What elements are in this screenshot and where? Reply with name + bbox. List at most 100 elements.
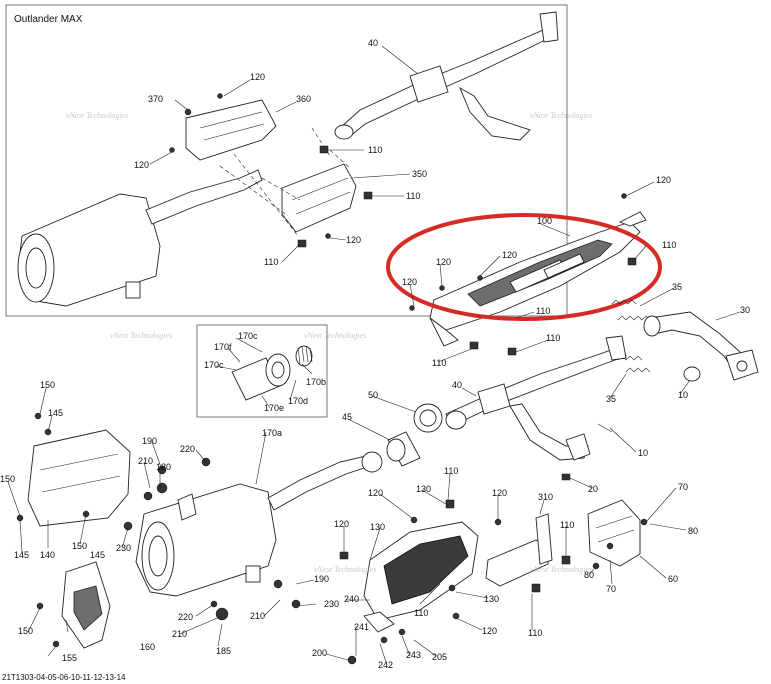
callout-c53: 70 <box>678 482 688 492</box>
callout-c2: 120 <box>250 72 265 82</box>
callout-c51: 120 <box>492 488 507 498</box>
callout-c8: 110 <box>406 191 420 201</box>
callout-c62: 220 <box>178 612 193 622</box>
callout-c10: 110 <box>264 257 278 267</box>
document-code: 21T1303-04-05-06-10-11-12-13-14 <box>2 673 126 682</box>
callout-c15: 120 <box>436 257 451 267</box>
callout-c5: 120 <box>134 160 149 170</box>
callout-c68: 130 <box>484 594 499 604</box>
callout-c29: 170c <box>238 331 258 341</box>
clamp-50 <box>413 403 443 433</box>
heat-shield-60 <box>587 499 641 567</box>
rear-pipe-30 <box>643 311 759 381</box>
watermarks: vNext Technologies vNext Technologies vN… <box>66 111 592 574</box>
bracket-310 <box>485 513 553 587</box>
callout-c33: 170d <box>288 396 308 406</box>
callout-c21: 110 <box>432 358 446 368</box>
hardware-fasteners <box>16 193 648 665</box>
callout-c67: 110 <box>414 608 428 618</box>
callout-c54: 80 <box>688 526 698 536</box>
watermark: vNext Technologies <box>110 331 172 340</box>
heat-shield-160 <box>61 561 111 649</box>
callout-c36: 150 <box>40 380 55 390</box>
callout-c13: 120 <box>502 250 517 260</box>
inset-heat-shield-360 <box>185 99 277 161</box>
callout-c43: 145 <box>14 550 29 560</box>
inset-front-pipe <box>334 11 559 141</box>
callout-c47: 230 <box>116 543 131 553</box>
inset-hardware <box>169 93 373 248</box>
callout-c27: 10 <box>638 448 648 458</box>
watermark: vNext Technologies <box>530 111 592 120</box>
callout-c72: 160 <box>140 642 155 652</box>
gasket-10-right <box>683 366 701 382</box>
callout-c40: 210 <box>138 456 153 466</box>
callout-labels: 40 120 370 360 120 110 350 110 120 110 1… <box>0 38 750 670</box>
watermark: vNext Technologies <box>314 565 376 574</box>
callout-c16: 120 <box>402 277 417 287</box>
callout-c30: 170f <box>214 342 232 352</box>
callout-c41: 180 <box>156 462 171 472</box>
callout-c71: 150 <box>18 626 33 636</box>
callout-c49: 120 <box>368 488 383 498</box>
callout-c57: 110 <box>560 520 574 530</box>
callout-c39: 220 <box>180 444 195 454</box>
heat-shield-100 <box>429 211 647 347</box>
callout-c56: 130 <box>370 522 385 532</box>
callout-c70: 110 <box>528 628 542 638</box>
spark-arrestor-170 <box>231 345 313 401</box>
callout-c73: 185 <box>216 646 231 656</box>
callout-c37: 145 <box>48 408 63 418</box>
callout-c12: 100 <box>537 216 552 226</box>
callout-c77: 200 <box>312 648 327 658</box>
muffler-170a <box>135 451 383 597</box>
callout-c6: 110 <box>368 145 382 155</box>
callout-c60: 60 <box>668 574 678 584</box>
callout-c59: 70 <box>606 584 616 594</box>
inset-title: Outlander MAX <box>14 14 83 25</box>
callout-c76: 205 <box>432 652 447 662</box>
callout-c69: 120 <box>482 626 497 636</box>
sleeve-45 <box>386 431 421 467</box>
callout-c35: 170a <box>262 428 282 438</box>
watermark: vNext Technologies <box>530 565 592 574</box>
callout-c23: 40 <box>452 380 462 390</box>
callout-c1: 40 <box>368 38 378 48</box>
callout-c78: 242 <box>378 660 393 670</box>
callout-c7: 350 <box>412 169 427 179</box>
callout-c48: 110 <box>444 466 458 476</box>
callout-c31: 170c <box>204 360 224 370</box>
callout-c38: 190 <box>142 436 157 446</box>
callout-c11: 120 <box>656 175 671 185</box>
callout-c26: 45 <box>342 412 352 422</box>
callout-c20: 110 <box>546 333 560 343</box>
callout-c24: 35 <box>606 394 616 404</box>
highlight-ellipse <box>386 213 662 321</box>
callout-c52: 310 <box>538 492 553 502</box>
callout-c34: 170e <box>264 403 284 413</box>
callout-c42: 150 <box>0 474 15 484</box>
callout-c32: 170b <box>306 377 326 387</box>
callout-c14: 110 <box>662 240 676 250</box>
heat-shield-240 <box>363 521 479 633</box>
callout-c65: 210 <box>172 629 187 639</box>
front-pipe-40 <box>445 335 627 461</box>
outlander-max-inset-frame <box>5 4 568 317</box>
callout-c28: 20 <box>588 484 598 494</box>
watermark: vNext Technologies <box>304 331 366 340</box>
callout-c61: 190 <box>314 574 329 584</box>
callout-c19: 30 <box>740 305 750 315</box>
callout-c66: 240 <box>344 594 359 604</box>
callout-c74: 241 <box>354 622 369 632</box>
callout-c45: 150 <box>72 541 87 551</box>
callout-c9: 120 <box>346 235 361 245</box>
callout-c50: 130 <box>416 484 431 494</box>
watermark: vNext Technologies <box>66 111 128 120</box>
heat-shield-140 <box>27 429 131 527</box>
callout-c79: 155 <box>62 653 77 663</box>
inset-heat-shield-350 <box>281 163 357 233</box>
callout-c44: 140 <box>40 550 55 560</box>
callout-c75: 243 <box>406 650 421 660</box>
callout-c3: 370 <box>148 94 163 104</box>
